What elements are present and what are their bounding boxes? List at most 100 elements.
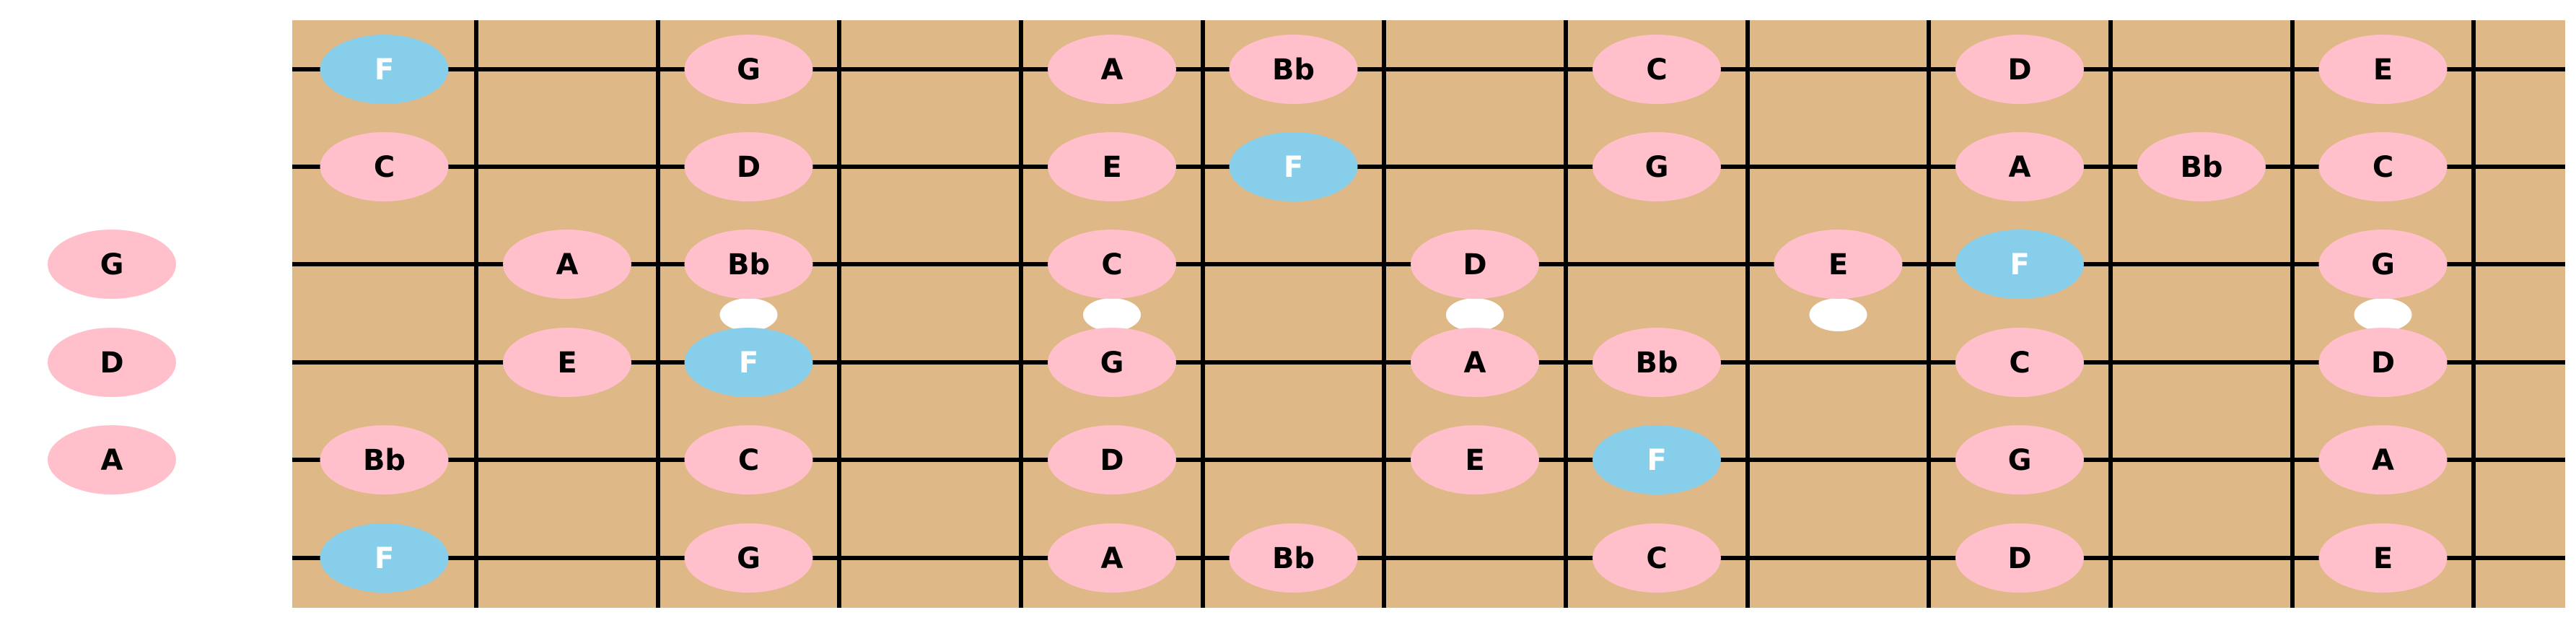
note-label: F (1284, 151, 1303, 184)
note-label: D (737, 151, 761, 184)
note-string-1-fret-10: D (1955, 35, 2084, 104)
note-marker (1774, 230, 1903, 299)
note-marker (1955, 425, 2084, 494)
note-label: G (737, 53, 761, 87)
note-label: E (1102, 151, 1121, 184)
note-marker (1048, 35, 1176, 104)
note-string-5-fret-10: G (1955, 425, 2084, 494)
note-string-3-fret-10: F (1955, 230, 2084, 299)
note-string-6-fret-6: Bb (1229, 523, 1358, 593)
fretboard-background (292, 20, 2565, 608)
note-marker (320, 425, 449, 494)
note-string-3-fret-5: C (1048, 230, 1176, 299)
note-label: F (739, 346, 758, 380)
note-string-4-fret-7: A (1411, 328, 1539, 397)
note-label: A (556, 248, 579, 282)
note-marker (1955, 523, 2084, 593)
note-marker (1955, 132, 2084, 201)
note-string-3-fret-3: Bb (684, 230, 813, 299)
note-label: G (737, 542, 761, 575)
note-label: Bb (727, 248, 770, 282)
note-marker (48, 230, 176, 299)
note-label: A (1101, 53, 1123, 87)
note-marker (320, 523, 449, 593)
note-marker (2318, 35, 2448, 104)
note-string-5-fret-7: E (1411, 425, 1539, 494)
inlay-marker-fret-12 (2354, 298, 2412, 331)
note-string-2-fret-12: C (2318, 132, 2448, 201)
note-string-5-fret-8: F (1593, 425, 1721, 494)
note-label: A (2372, 444, 2394, 477)
note-string-5-fret-12: A (2318, 425, 2448, 494)
note-label: C (1646, 53, 1667, 87)
inlay-marker-fret-5 (1083, 298, 1141, 331)
note-label: E (2373, 53, 2393, 87)
note-label: F (2010, 248, 2029, 282)
note-label: E (2373, 542, 2393, 575)
note-marker (684, 523, 813, 593)
note-label: E (1465, 444, 1484, 477)
note-marker (2318, 328, 2448, 397)
note-string-1-fret-5: A (1048, 35, 1176, 104)
note-string-3-fret-9: E (1774, 230, 1903, 299)
note-string-2-fret-5: E (1048, 132, 1176, 201)
note-string-4-fret-8: Bb (1593, 328, 1721, 397)
note-string-4-fret-5: G (1048, 328, 1176, 397)
note-label: D (1100, 444, 1123, 477)
note-marker (684, 132, 813, 201)
note-label: E (557, 346, 577, 380)
note-marker (1048, 132, 1176, 201)
note-string-6-fret-12: E (2318, 523, 2448, 593)
note-marker (1593, 35, 1721, 104)
note-marker (684, 230, 813, 299)
note-string-4-fret-3: F (684, 328, 813, 397)
note-string-6-fret-5: A (1048, 523, 1176, 593)
note-label: C (1101, 248, 1122, 282)
note-marker (1411, 230, 1539, 299)
note-marker (1229, 35, 1358, 104)
note-label: Bb (2180, 151, 2222, 184)
note-label: Bb (1635, 346, 1678, 380)
note-label: G (2371, 248, 2395, 282)
note-label: F (374, 53, 394, 87)
note-string-2-fret-6: F (1229, 132, 1358, 201)
note-marker (1593, 132, 1721, 201)
note-label: D (2007, 542, 2031, 575)
note-marker (684, 35, 813, 104)
note-string-3-fret-12: G (2318, 230, 2448, 299)
note-label: C (738, 444, 759, 477)
note-string-1-fret-12: E (2318, 35, 2448, 104)
note-marker (1593, 523, 1721, 593)
note-string-1-fret-6: Bb (1229, 35, 1358, 104)
note-label: C (1646, 542, 1667, 575)
note-marker (320, 132, 449, 201)
note-label: D (2007, 53, 2031, 87)
note-string-5-fret-3: C (684, 425, 813, 494)
note-label: C (2009, 346, 2030, 380)
note-label: G (1645, 151, 1669, 184)
note-marker (2137, 132, 2266, 201)
note-label: A (2009, 151, 2031, 184)
note-string-1-fret-3: G (684, 35, 813, 104)
note-marker (684, 425, 813, 494)
note-string-6-fret-3: G (684, 523, 813, 593)
note-string-3-fret-2: A (503, 230, 631, 299)
note-label: G (100, 248, 124, 282)
note-marker (320, 35, 449, 104)
note-marker (503, 328, 631, 397)
note-marker (2318, 132, 2448, 201)
note-marker (1955, 230, 2084, 299)
note-string-5-fret-5: D (1048, 425, 1176, 494)
note-marker (1955, 328, 2084, 397)
note-string-4-fret-10: C (1955, 328, 2084, 397)
note-marker (1048, 425, 1176, 494)
note-label: D (100, 346, 123, 380)
note-string-2-fret-8: G (1593, 132, 1721, 201)
note-string-1-fret-8: C (1593, 35, 1721, 104)
note-label: F (374, 542, 394, 575)
note-string-5-fret-1: Bb (320, 425, 449, 494)
note-string-6-fret-10: D (1955, 523, 2084, 593)
note-label: D (2371, 346, 2395, 380)
note-label: C (2373, 151, 2393, 184)
note-string-2-fret-11: Bb (2137, 132, 2266, 201)
